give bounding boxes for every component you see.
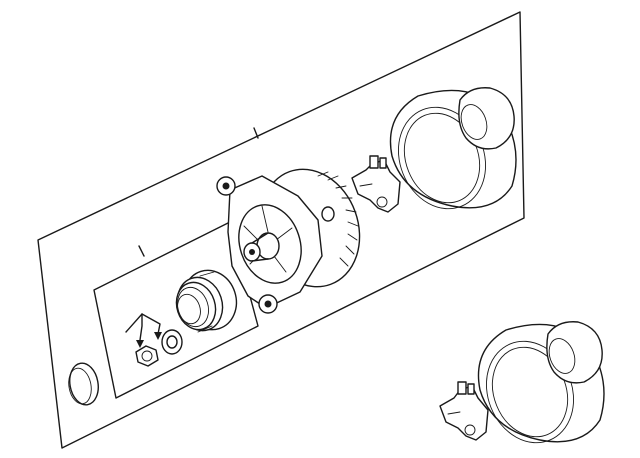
alternator-icon[interactable] [216,155,376,314]
cover-cap-icon[interactable] [384,87,517,222]
cap-icon[interactable] [66,361,101,407]
pulley-icon[interactable] [171,263,244,336]
regulator-icon[interactable] [351,155,401,213]
callout-arrows [125,313,162,348]
cover-cap-icon[interactable] [472,321,605,456]
washer-icon[interactable] [161,329,183,355]
pulley-subassembly-panel [93,221,259,399]
nut-icon[interactable] [135,345,159,367]
regulator-icon[interactable] [439,381,489,441]
